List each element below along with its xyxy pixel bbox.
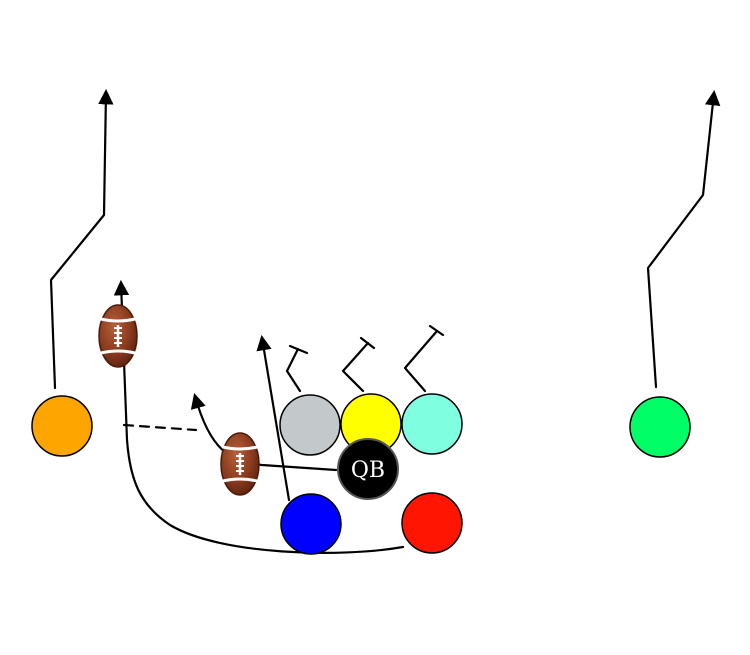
player-quarterback[interactable]	[337, 438, 399, 500]
route-pitch-dashed	[122, 423, 198, 432]
qb-label: QB	[351, 458, 385, 483]
football-icon	[219, 431, 261, 497]
player-running-back-left[interactable]	[280, 493, 342, 555]
block-right-guard	[403, 324, 445, 393]
route-left-receiver	[49, 88, 114, 390]
route-running-back-left	[256, 334, 291, 502]
block-left-guard	[285, 344, 309, 393]
player-right-guard[interactable]	[401, 393, 463, 455]
player-running-back-right[interactable]	[401, 492, 463, 554]
football-icon	[97, 303, 139, 369]
route-running-back-right	[113, 279, 405, 554]
block-center	[341, 336, 376, 393]
route-right-receiver	[646, 89, 721, 389]
player-left-guard[interactable]	[279, 394, 341, 456]
player-right-receiver[interactable]	[629, 396, 691, 458]
player-left-receiver[interactable]	[31, 395, 93, 457]
